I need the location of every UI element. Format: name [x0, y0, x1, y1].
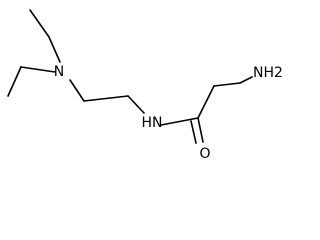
bond-ethyl1-c1-n [48, 36, 61, 63]
bond-carbonyl-o-1 [197, 117, 204, 143]
atom-label-carbonyl-o: O [199, 146, 210, 162]
chemical-structure: N HN O NH2 [7, 9, 283, 162]
bond-nh-carbonyl [160, 117, 199, 126]
bond-n-ch2 [69, 79, 85, 102]
atom-label-amide-nh: HN [142, 115, 163, 131]
bond-ch2-nh2 [239, 76, 253, 84]
atom-label-terminal-amine: NH2 [253, 65, 283, 81]
bond-ch2-nh [127, 95, 145, 114]
bond-ch2-ch2 [83, 95, 129, 102]
bond-carbonyl-ch2 [197, 85, 215, 119]
atom-labels: N HN O NH2 [54, 64, 283, 162]
bond-ch2-ch2-amine [213, 82, 241, 87]
bond-ethyl2-c1-c2 [7, 66, 22, 97]
bond-ethyl2-n-c1 [20, 66, 56, 73]
bond-carbonyl-o-2 [190, 120, 197, 144]
bond-set [7, 9, 253, 144]
atom-label-amine-n: N [54, 64, 64, 80]
bond-ethyl1-c2-c1 [29, 9, 50, 38]
